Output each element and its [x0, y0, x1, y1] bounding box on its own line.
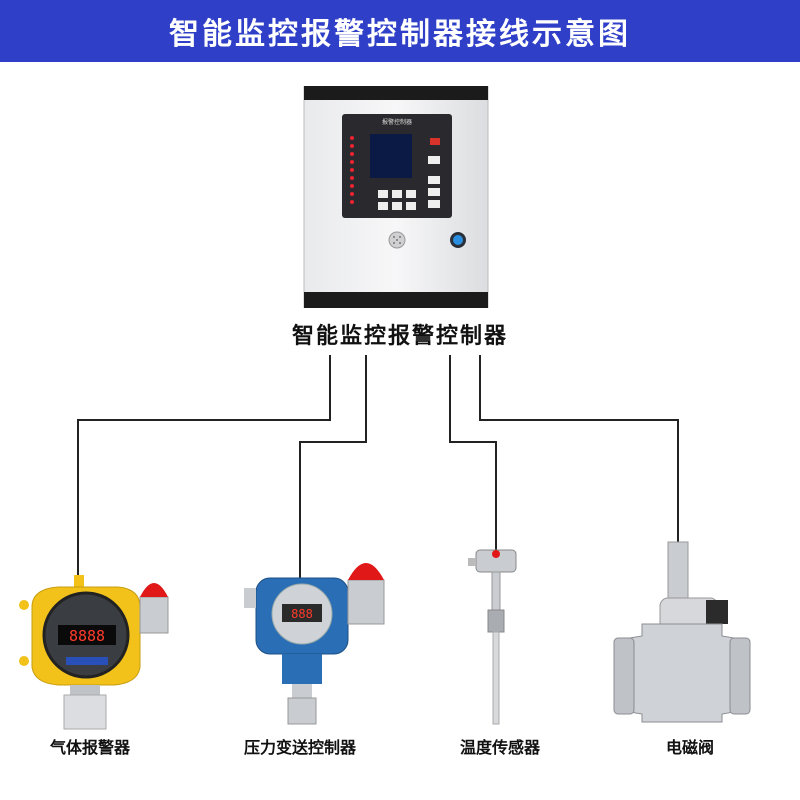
keypad — [378, 156, 440, 210]
controller-unit: 报警控制器 — [303, 86, 489, 308]
svg-text:8888: 8888 — [69, 627, 105, 645]
gas-detector-image: 8888 — [19, 575, 169, 730]
gas-detector-label: 气体报警器 — [49, 738, 130, 757]
diagram-title: 智能监控报警控制器接线示意图 — [169, 17, 631, 52]
wire-solenoid-valve — [479, 355, 679, 545]
solenoid-valve-label: 电磁阀 — [665, 738, 714, 757]
temperature-sensor-image — [468, 549, 517, 725]
pressure-transmitter-image: 888 — [244, 563, 385, 725]
solenoid-valve-image — [613, 541, 751, 723]
panel-title: 报警控制器 — [382, 118, 412, 126]
controller-label: 智能监控报警控制器 — [291, 324, 508, 349]
svg-text:888: 888 — [291, 607, 313, 621]
temperature-sensor-label: 温度传感器 — [459, 738, 540, 757]
wire-gas-detector — [77, 355, 331, 585]
header-banner: 智能监控报警控制器接线示意图 — [0, 0, 800, 62]
wire-pressure-transmitter — [299, 355, 367, 580]
status-leds — [350, 136, 354, 204]
wire-temperature-sensor — [449, 355, 497, 552]
pressure-transmitter-label: 压力变送控制器 — [243, 738, 356, 757]
